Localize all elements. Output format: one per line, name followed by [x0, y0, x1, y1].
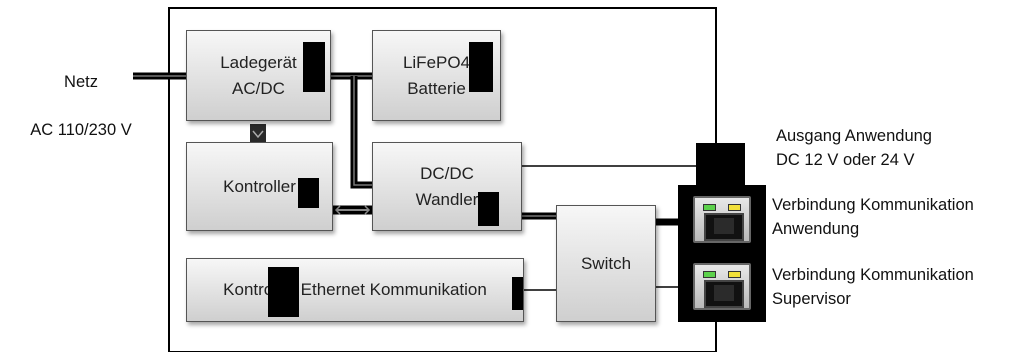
dcdc-block: DC/DC Wandler	[372, 142, 522, 231]
redaction-box	[512, 277, 523, 310]
ethernet-port-icon	[693, 263, 751, 310]
mains-input-label: Netz AC 110/230 V	[6, 46, 156, 166]
comm-app-label: Verbindung Kommunikation Anwendung	[772, 196, 974, 238]
ethernet-controller-block: Kontroller Ethernet Kommunikation	[186, 258, 524, 322]
redaction-box	[298, 178, 319, 208]
redaction-box	[469, 42, 493, 92]
controller-dcdc-link	[333, 205, 372, 215]
dc-output-terminal	[696, 143, 745, 185]
dcdc-label: DC/DC Wandler	[415, 163, 479, 209]
arrow-down-icon	[250, 124, 266, 144]
battery-dcdc-cable	[350, 76, 372, 189]
mains-input-line1: Netz	[64, 73, 98, 91]
controller-label: Kontroller	[223, 176, 296, 196]
redaction-box	[478, 192, 499, 226]
ethernet-controller-label: Kontroller Ethernet Kommunikation	[223, 280, 487, 299]
charger-label: Ladegerät AC/DC	[220, 52, 297, 98]
battery-label: LiFePO4 Batterie	[402, 52, 471, 98]
redaction-box	[303, 42, 325, 92]
mains-input-line2: AC 110/230 V	[30, 121, 132, 139]
redaction-box	[268, 267, 299, 317]
ethernet-port-icon	[693, 196, 751, 243]
switch-block: Switch	[556, 205, 656, 322]
dc-output-label: Ausgang Anwendung DC 12 V oder 24 V	[776, 127, 932, 169]
comm-supervisor-label: Verbindung Kommunikation Supervisor	[772, 266, 974, 308]
switch-label: Switch	[580, 253, 632, 273]
